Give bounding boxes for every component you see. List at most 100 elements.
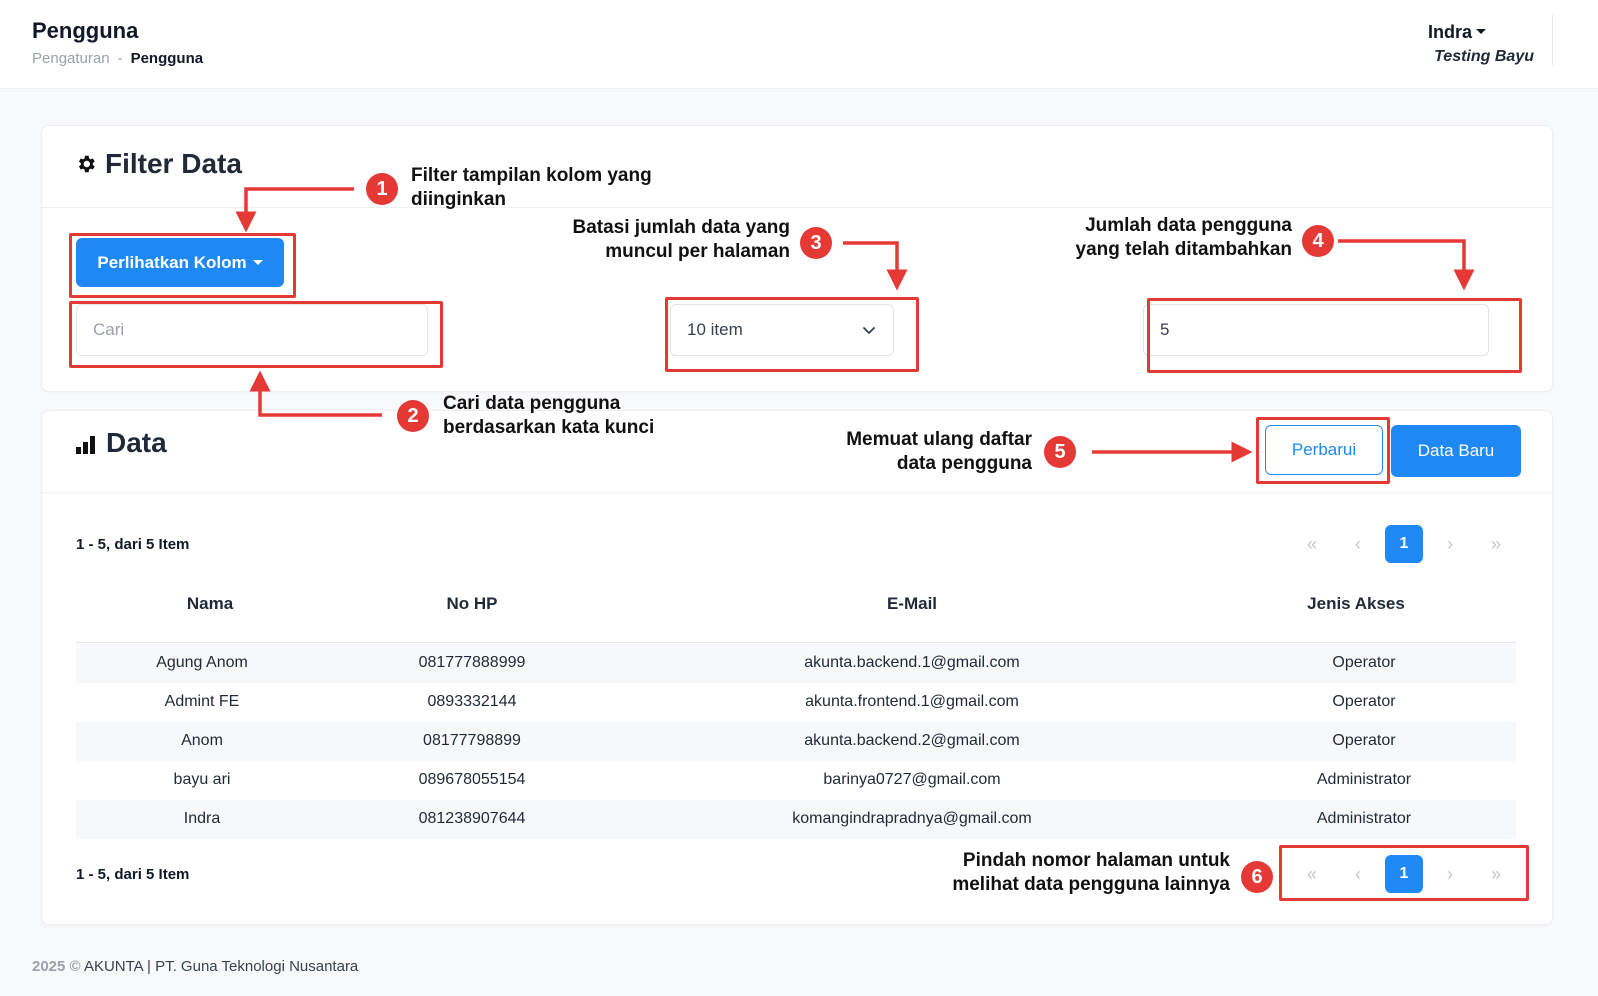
prev-page-button[interactable]: ‹	[1355, 863, 1361, 884]
caret-down-icon	[1476, 29, 1486, 34]
column-header-jenis-akses[interactable]: Jenis Akses	[1307, 594, 1405, 613]
user-company: Testing Bayu	[1434, 48, 1534, 65]
annotation-badge-3: 3	[800, 227, 832, 259]
filter-title-text: Filter Data	[105, 148, 242, 179]
user-name: Indra	[1427, 22, 1472, 42]
cell-no-hp: 089678055154	[418, 771, 526, 788]
divider	[42, 207, 1552, 208]
table-row[interactable]: Agung Anom 081777888999 akunta.backend.1…	[76, 644, 1516, 683]
new-data-button[interactable]: Data Baru	[1391, 425, 1521, 477]
per-page-value: 10 item	[687, 320, 743, 339]
cell-jenis-akses: Operator	[1332, 732, 1396, 749]
page-title: Pengguna	[32, 18, 139, 43]
breadcrumb-item-pengguna: Pengguna	[130, 50, 204, 67]
table-header: Nama No HP E-Mail Jenis Akses	[76, 590, 1516, 643]
table-row[interactable]: Admint FE 0893332144 akunta.frontend.1@g…	[76, 683, 1516, 722]
table-row[interactable]: bayu ari 089678055154 barinya0727@gmail.…	[76, 761, 1516, 800]
column-header-no-hp[interactable]: No HP	[446, 594, 498, 613]
cell-no-hp: 08177798899	[423, 732, 521, 749]
breadcrumb-separator: -	[117, 50, 123, 67]
per-page-select[interactable]: 10 item	[670, 304, 894, 356]
note-line: Batasi jumlah data yang	[572, 217, 790, 238]
first-page-button[interactable]: «	[1306, 533, 1317, 554]
data-title-text: Data	[106, 427, 167, 458]
note-line: Jumlah data pengguna	[1085, 215, 1292, 236]
pagination-bottom: « ‹ 1 › »	[1289, 855, 1519, 893]
last-page-button[interactable]: »	[1490, 863, 1501, 884]
cell-jenis-akses: Operator	[1332, 693, 1396, 710]
cell-email: akunta.frontend.1@gmail.com	[805, 693, 1019, 710]
footer: 2025 © AKUNTA | PT. Guna Teknologi Nusan…	[32, 958, 358, 975]
items-summary-bottom: 1 - 5, dari 5 Item	[76, 866, 190, 883]
annotation-badge-6: 6	[1241, 861, 1273, 893]
column-header-email[interactable]: E-Mail	[886, 594, 938, 613]
cell-no-hp: 081238907644	[418, 810, 526, 827]
chevron-down-icon	[863, 327, 875, 334]
annotation-note-3: Batasi jumlah data yang muncul per halam…	[520, 216, 790, 264]
note-line: melihat data pengguna lainnya	[952, 874, 1230, 895]
note-line: Cari data pengguna	[443, 393, 621, 414]
annotation-note-4: Jumlah data pengguna yang telah ditambah…	[1012, 214, 1292, 262]
annotation-badge-1: 1	[366, 173, 398, 205]
cell-jenis-akses: Operator	[1332, 654, 1396, 671]
annotation-badge-5: 5	[1044, 436, 1076, 468]
footer-brand: AKUNTA	[83, 958, 143, 975]
cell-jenis-akses: Administrator	[1316, 771, 1412, 788]
next-page-button[interactable]: ›	[1447, 863, 1453, 884]
total-users-field: 5	[1143, 304, 1489, 356]
current-page-button[interactable]: 1	[1385, 855, 1423, 893]
note-line: muncul per halaman	[605, 241, 790, 262]
first-page-button[interactable]: «	[1306, 863, 1317, 884]
annotation-note-5: Memuat ulang daftar data pengguna	[800, 428, 1032, 476]
cell-nama: Admint FE	[164, 693, 240, 710]
filter-title: Filter Data	[75, 148, 242, 182]
data-title: Data	[76, 427, 167, 461]
footer-company: PT. Guna Teknologi Nusantara	[155, 958, 359, 975]
top-bar: Pengguna Pengaturan-Pengguna Indra Testi…	[0, 0, 1598, 89]
total-users-value: 5	[1160, 320, 1170, 339]
note-line: berdasarkan kata kunci	[443, 417, 655, 438]
footer-separator: |	[147, 958, 151, 975]
cell-jenis-akses: Administrator	[1316, 810, 1412, 827]
note-line: Pindah nomor halaman untuk	[962, 850, 1230, 871]
note-line: yang telah ditambahkan	[1075, 239, 1292, 260]
show-columns-button[interactable]: Perlihatkan Kolom	[76, 238, 284, 287]
bar-chart-icon	[76, 429, 98, 461]
note-line: Filter tampilan kolom yang	[411, 165, 652, 186]
cell-nama: Anom	[181, 732, 223, 749]
breadcrumb: Pengaturan-Pengguna	[32, 50, 203, 67]
table-row[interactable]: Anom 08177798899 akunta.backend.2@gmail.…	[76, 722, 1516, 761]
cell-nama: Agung Anom	[156, 654, 248, 671]
cell-email: akunta.backend.1@gmail.com	[804, 654, 1020, 671]
pagination-top: « ‹ 1 › »	[1289, 525, 1519, 563]
divider	[42, 492, 1552, 493]
user-menu[interactable]: Indra	[1428, 22, 1486, 43]
annotation-badge-2: 2	[397, 400, 429, 432]
search-input[interactable]	[76, 304, 428, 356]
note-line: Memuat ulang daftar	[846, 429, 1032, 450]
annotation-badge-4: 4	[1302, 225, 1334, 257]
last-page-button[interactable]: »	[1490, 533, 1501, 554]
cell-nama: bayu ari	[173, 771, 231, 788]
column-header-nama[interactable]: Nama	[186, 594, 234, 613]
cell-nama: Indra	[183, 810, 221, 827]
show-columns-label: Perlihatkan Kolom	[97, 252, 247, 272]
cell-email: barinya0727@gmail.com	[823, 771, 1001, 788]
note-line: diinginkan	[411, 189, 506, 210]
note-line: data pengguna	[896, 453, 1032, 474]
cell-no-hp: 0893332144	[427, 693, 517, 710]
caret-down-icon	[252, 259, 263, 265]
cell-email: komangindrapradnya@gmail.com	[792, 810, 1032, 827]
cell-email: akunta.backend.2@gmail.com	[804, 732, 1020, 749]
next-page-button[interactable]: ›	[1447, 533, 1453, 554]
current-page-button[interactable]: 1	[1385, 525, 1423, 563]
gear-icon	[75, 150, 97, 182]
annotation-note-2: Cari data pengguna berdasarkan kata kunc…	[443, 392, 654, 440]
breadcrumb-item-pengaturan[interactable]: Pengaturan	[32, 50, 110, 67]
cell-no-hp: 081777888999	[418, 654, 526, 671]
annotation-note-1: Filter tampilan kolom yang diinginkan	[411, 164, 652, 212]
prev-page-button[interactable]: ‹	[1355, 533, 1361, 554]
footer-year: 2025 ©	[32, 958, 81, 975]
refresh-button[interactable]: Perbarui	[1265, 425, 1383, 475]
table-row[interactable]: Indra 081238907644 komangindrapradnya@gm…	[76, 800, 1516, 839]
